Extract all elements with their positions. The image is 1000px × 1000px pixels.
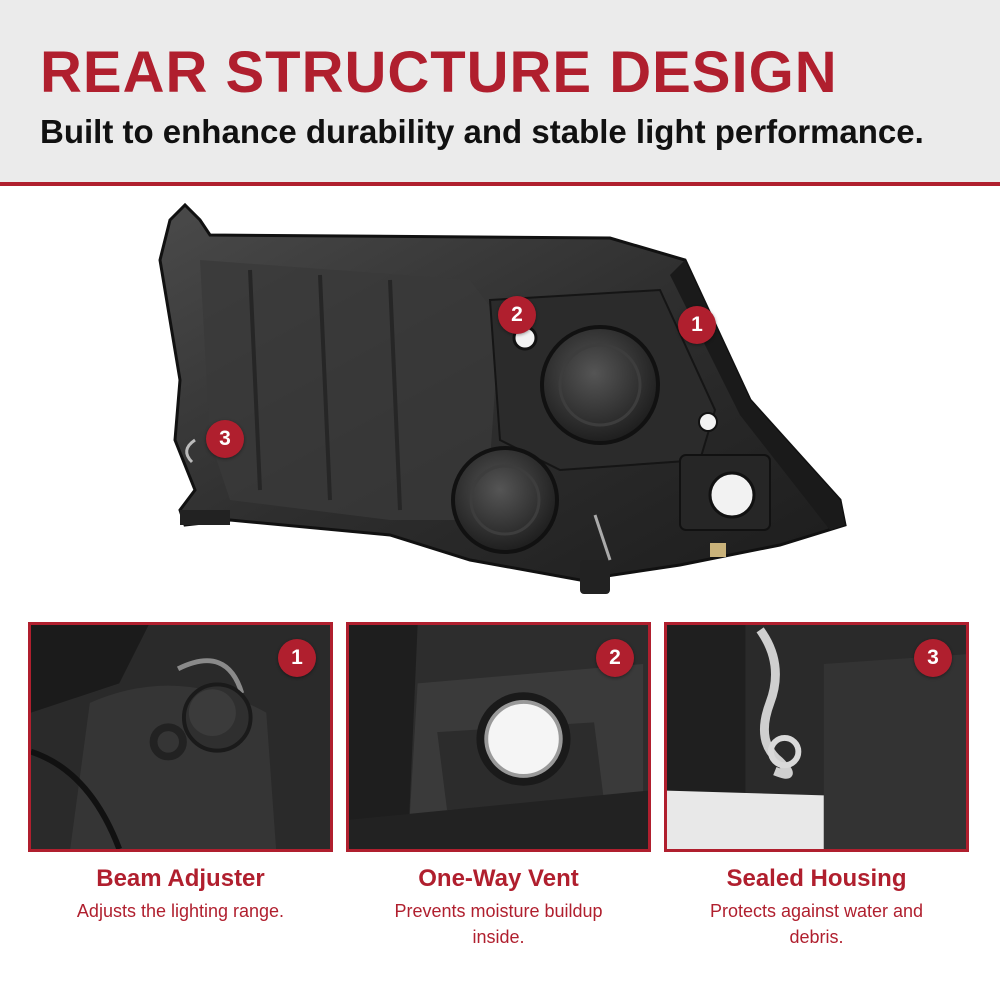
header-divider (0, 182, 1000, 186)
feature-image-sealed-housing: 3 (664, 622, 969, 852)
callout-badge-1: 1 (678, 306, 716, 344)
headlight-illustration (158, 202, 847, 594)
feature-caption-one-way-vent: One-Way Vent Prevents moisture buildup i… (346, 865, 651, 950)
feature-caption-sealed-housing: Sealed Housing Protects against water an… (664, 865, 969, 950)
feature-title: One-Way Vent (418, 865, 579, 892)
feature-image-beam-adjuster: 1 (28, 622, 333, 852)
feature-image-one-way-vent: 2 (346, 622, 651, 852)
feature-badge-3: 3 (914, 639, 952, 677)
headlight-rear-view: 2 1 3 (140, 200, 860, 610)
feature-title: Beam Adjuster (96, 865, 265, 892)
one-way-vent-closeup (349, 625, 648, 849)
feature-description: Adjusts the lighting range. (76, 900, 285, 921)
callout-badge-3: 3 (206, 420, 244, 458)
feature-title: Sealed Housing (726, 865, 907, 892)
page-subtitle: Built to enhance durability and stable l… (40, 113, 924, 150)
feature-caption-beam-adjuster: Beam Adjuster Adjusts the lighting range… (28, 865, 333, 924)
feature-description: Prevents moisture buildup inside. (394, 900, 603, 947)
feature-description: Protects against water and debris. (709, 900, 924, 947)
feature-badge-1: 1 (278, 639, 316, 677)
beam-adjuster-closeup (31, 625, 330, 849)
callout-badge-2: 2 (498, 296, 536, 334)
header-banner (0, 0, 1000, 182)
page-title: REAR STRUCTURE DESIGN (40, 40, 838, 105)
feature-badge-2: 2 (596, 639, 634, 677)
